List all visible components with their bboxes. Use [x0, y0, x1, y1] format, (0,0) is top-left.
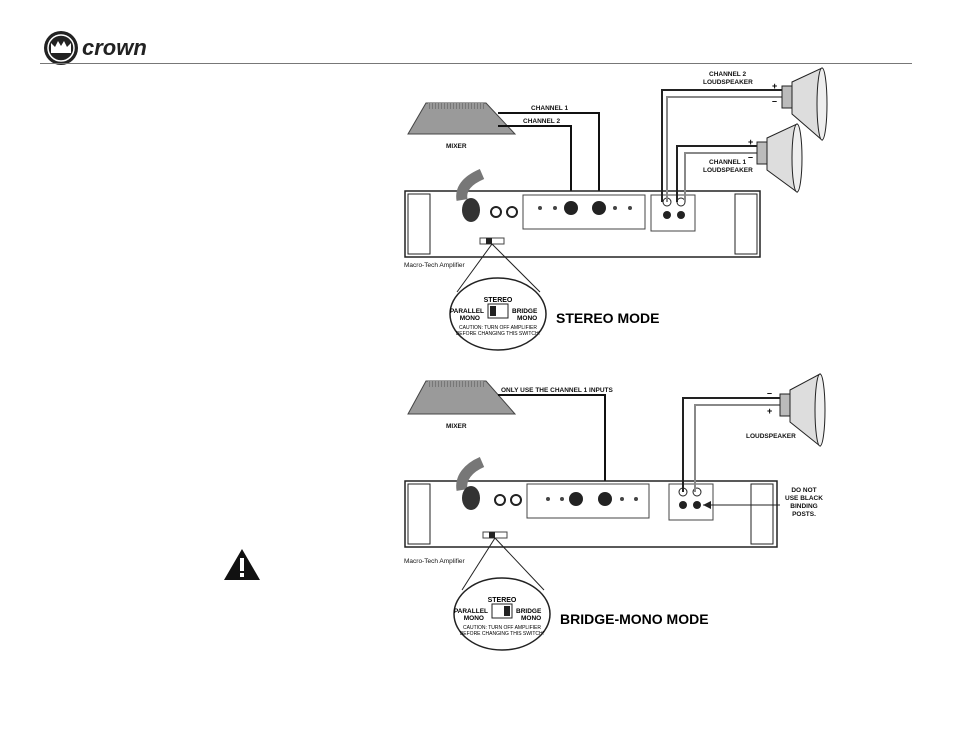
- stereo-caution1: CAUTION: TURN OFF AMPLIFIER: [459, 325, 537, 331]
- bridge-minus: –: [767, 388, 772, 398]
- bridge-do-not-note: DO NOT USE BLACK BINDING POSTS.: [703, 487, 823, 518]
- bridge-do-not-4: POSTS.: [792, 511, 816, 518]
- bridge-switch-callout: STEREO PARALLEL MONO BRIDGE MONO CAUTION…: [453, 537, 551, 651]
- crown-logo: crown: [44, 31, 147, 65]
- stereo-diagram: MIXER CHANNEL 1 CHANNEL 2: [404, 67, 828, 351]
- warning-triangle-icon: [224, 549, 260, 580]
- bridge-diagram: MIXER ONLY USE THE CHANNEL 1 INPUTS: [404, 373, 826, 651]
- bridge-speaker-label: LOUDSPEAKER: [746, 433, 796, 440]
- bridge-switch-top: STEREO: [488, 597, 517, 604]
- stereo-mixer-label: MIXER: [446, 143, 467, 150]
- bridge-mode-title: BRIDGE-MONO MODE: [560, 611, 709, 627]
- bridge-switch-left1: PARALLEL: [454, 608, 488, 615]
- bridge-switch-right2: MONO: [521, 615, 541, 622]
- stereo-input-cables: CHANNEL 1 CHANNEL 2: [498, 105, 600, 205]
- stereo-ch2-speaker-line1: CHANNEL 2: [709, 71, 746, 78]
- stereo-channel2-label: CHANNEL 2: [523, 118, 560, 125]
- stereo-amp-label: Macro-Tech Amplifier: [404, 262, 466, 269]
- bridge-caution1: CAUTION: TURN OFF AMPLIFIER: [463, 625, 541, 631]
- bridge-do-not-1: DO NOT: [791, 487, 816, 494]
- page-header: crown: [0, 0, 954, 70]
- stereo-switch-top: STEREO: [484, 297, 513, 304]
- bridge-input-cable: ONLY USE THE CHANNEL 1 INPUTS: [498, 387, 614, 496]
- stereo-switch-callout: STEREO PARALLEL MONO BRIDGE MONO CAUTION…: [449, 243, 547, 351]
- stereo-mode-title: STEREO MODE: [556, 310, 659, 326]
- bridge-loudspeaker: [779, 373, 826, 448]
- stereo-ch2-plus: +: [772, 81, 777, 91]
- bridge-amplifier: Macro-Tech Amplifier: [404, 456, 778, 565]
- stereo-ch1-speaker-line2: LOUDSPEAKER: [703, 167, 753, 174]
- stereo-speaker-cables: CHANNEL 2 LOUDSPEAKER CHANNEL 1 LOUDSPEA…: [661, 71, 782, 202]
- bridge-amp-label: Macro-Tech Amplifier: [404, 558, 466, 565]
- bridge-do-not-2: USE BLACK: [785, 495, 823, 502]
- bridge-speaker-cables: – + LOUDSPEAKER: [682, 388, 796, 492]
- bridge-inputs-note: ONLY USE THE CHANNEL 1 INPUTS: [501, 387, 614, 394]
- stereo-amplifier: Macro-Tech Amplifier: [404, 168, 761, 269]
- bridge-mixer-label: MIXER: [446, 423, 467, 430]
- bridge-caution2: BEFORE CHANGING THIS SWITCH!: [460, 631, 544, 637]
- stereo-ch1-plus: +: [748, 137, 753, 147]
- bridge-plus: +: [767, 406, 772, 416]
- bridge-switch-right1: BRIDGE: [516, 608, 542, 615]
- stereo-ch2-minus: –: [772, 96, 777, 106]
- bridge-do-not-3: BINDING: [790, 503, 817, 510]
- stereo-ch1-minus: –: [748, 152, 753, 162]
- stereo-ch1-loudspeaker: [756, 123, 803, 193]
- bridge-switch-left2: MONO: [464, 615, 484, 622]
- stereo-ch2-speaker-line2: LOUDSPEAKER: [703, 79, 753, 86]
- crown-emblem-icon: [44, 31, 78, 65]
- bridge-mixer: MIXER: [407, 380, 517, 430]
- header-rule: [40, 63, 912, 64]
- stereo-channel1-label: CHANNEL 1: [531, 105, 568, 112]
- stereo-switch-right2: MONO: [517, 315, 537, 322]
- stereo-switch-left2: MONO: [460, 315, 480, 322]
- stereo-mixer: MIXER: [407, 102, 517, 150]
- stereo-switch-right1: BRIDGE: [512, 308, 538, 315]
- brand-wordmark: crown: [82, 35, 147, 60]
- stereo-switch-left1: PARALLEL: [450, 308, 484, 315]
- stereo-ch2-loudspeaker: [781, 67, 828, 142]
- stereo-ch1-speaker-line1: CHANNEL 1: [709, 159, 746, 166]
- stereo-caution2: BEFORE CHANGING THIS SWITCH!: [456, 331, 540, 337]
